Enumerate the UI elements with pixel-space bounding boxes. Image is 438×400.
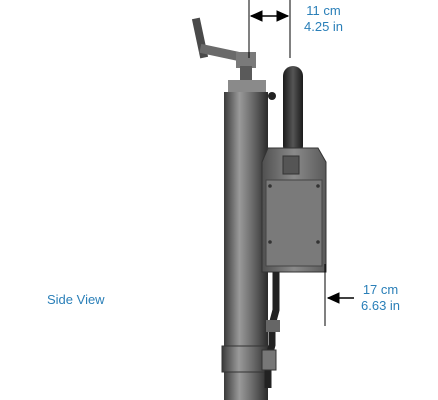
side-dimension-metric: 17 cm — [362, 282, 399, 297]
top-dimension-label: 11 cm 4.25 in — [304, 3, 343, 35]
side-dimension-label: 17 cm 6.63 in — [361, 282, 400, 314]
side-dimension-marker — [324, 264, 354, 326]
antenna — [283, 66, 303, 156]
cable — [261, 272, 280, 388]
crank-handle — [191, 17, 256, 82]
mast-pole — [221, 80, 276, 400]
view-label: Side View — [47, 292, 105, 307]
enclosure-box — [261, 147, 327, 273]
top-dimension-marker — [248, 0, 291, 58]
side-dimension-imperial: 6.63 in — [361, 298, 401, 313]
top-dimension-imperial: 4.25 in — [304, 19, 344, 34]
top-dimension-metric: 11 cm — [306, 3, 341, 18]
